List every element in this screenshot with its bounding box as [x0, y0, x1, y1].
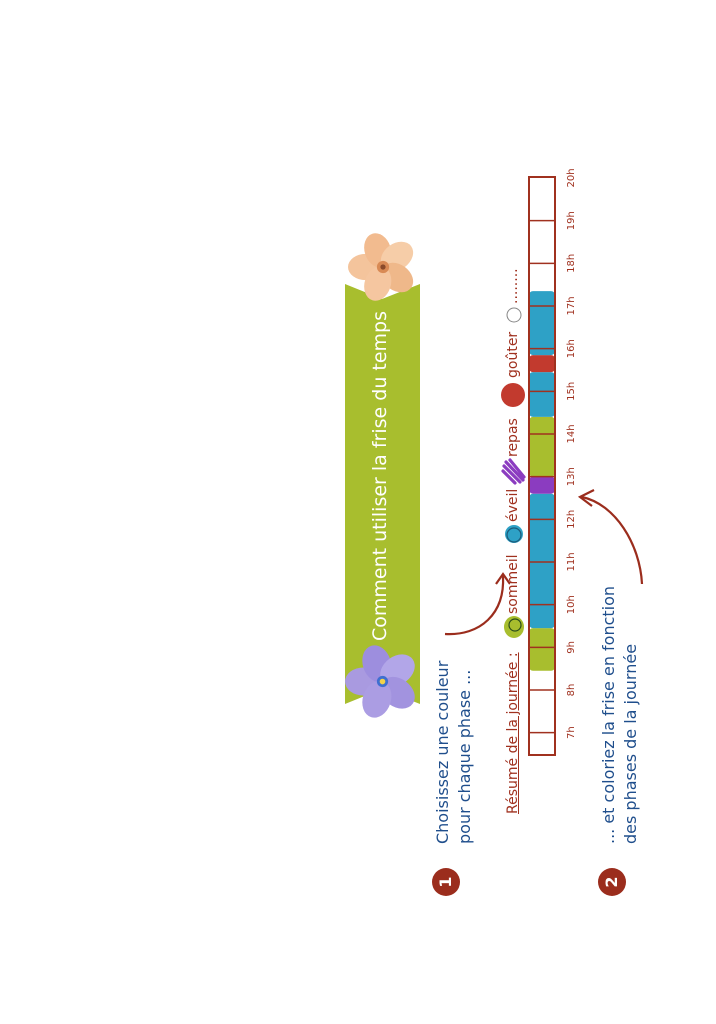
legend-label-gouter: goûter [505, 331, 521, 378]
timeline-drawing [530, 219, 554, 734]
hour-label: 7h [566, 726, 577, 740]
legend-swatch-empty [506, 307, 522, 323]
legend-label-eveil: éveil [505, 488, 521, 522]
hour-label: 14h [566, 424, 577, 444]
legend-swatch-sommeil [504, 616, 524, 638]
timeline-segment-4 [530, 372, 554, 417]
arrow-to-timeline-icon [577, 489, 644, 585]
hour-label: 19h [566, 211, 577, 231]
legend-swatch-repas [501, 458, 526, 485]
hour-label: 12h [566, 509, 577, 529]
hour-label: 9h [566, 641, 577, 654]
step-1-line1: Choisissez une couleur [433, 660, 452, 844]
legend-swatch-eveil [505, 525, 523, 543]
legend-label-blank: ........ [505, 268, 521, 304]
hour-label: 10h [566, 595, 577, 615]
hour-label: 18h [566, 253, 577, 273]
hour-label: 13h [566, 467, 577, 487]
legend-swatch-gouter [501, 383, 525, 407]
banner-title: Comment utiliser la frise du temps [369, 310, 391, 641]
hour-label: 11h [566, 552, 577, 572]
step-2-line2: des phases de la journée [621, 643, 640, 844]
peach-flower-icon [348, 233, 414, 301]
legend-title: Résumé de la journée : [505, 652, 521, 814]
step-1-line2: pour chaque phase ... [455, 669, 474, 844]
purple-flower-icon [345, 645, 415, 718]
hour-label: 16h [566, 339, 577, 359]
timeline-segment-0 [530, 628, 554, 671]
timeline-segment-2 [530, 476, 554, 494]
legend-label-sommeil: sommeil [505, 554, 521, 614]
hour-label: 20h [566, 168, 577, 188]
step-2-badge: 2 [598, 868, 626, 896]
timeline-segment-1 [530, 493, 554, 629]
hour-label: 15h [566, 381, 577, 401]
title-banner [345, 284, 420, 704]
timeline-segment-3 [530, 416, 554, 477]
timeline-segment-6 [530, 291, 554, 356]
timeline-segment-5 [530, 355, 554, 373]
legend-label-repas: repas [505, 418, 521, 457]
step-1-badge: 1 [432, 868, 460, 896]
timeline-bar [528, 176, 556, 756]
arrow-to-legend-icon [444, 572, 510, 636]
hour-label: 8h [566, 683, 577, 697]
hour-label: 17h [566, 296, 577, 316]
